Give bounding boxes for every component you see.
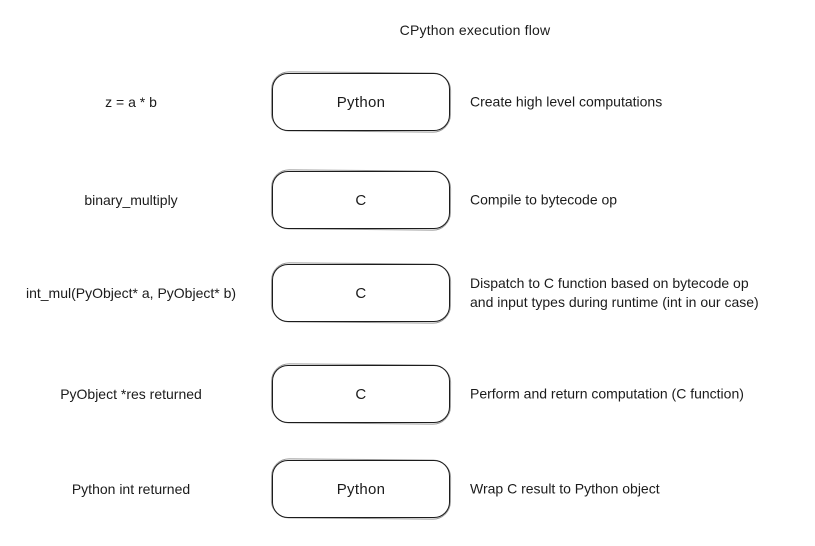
- layer-box-label: C: [355, 385, 367, 403]
- layer-box: Python: [272, 73, 450, 131]
- flow-row-python-source: z = a * b Python Create high level compu…: [0, 73, 815, 131]
- layer-box: C: [272, 171, 450, 229]
- step-description: Perform and return computation (C functi…: [470, 385, 744, 402]
- code-label: PyObject *res returned: [60, 386, 202, 402]
- step-description: Dispatch to C function based on bytecode…: [470, 275, 759, 310]
- flow-row-bytecode: binary_multiply C Compile to bytecode op: [0, 171, 815, 229]
- step-description: Wrap C result to Python object: [470, 480, 660, 497]
- flow-row-dispatch: int_mul(PyObject* a, PyObject* b) C Disp…: [0, 264, 815, 322]
- step-description: Create high level computations: [470, 93, 663, 110]
- code-label: z = a * b: [105, 94, 157, 110]
- code-label: binary_multiply: [84, 192, 178, 208]
- layer-box: C: [272, 264, 450, 322]
- flow-row-compute: PyObject *res returned C Perform and ret…: [0, 365, 815, 423]
- diagram-title: CPython execution flow: [399, 22, 551, 38]
- layer-box-label: C: [355, 191, 367, 209]
- layer-box-label: Python: [336, 480, 386, 498]
- layer-box-label: C: [355, 284, 367, 302]
- layer-box-label: Python: [336, 93, 386, 111]
- layer-box: C: [272, 365, 450, 423]
- flow-row-wrap-result: Python int returned Python Wrap C result…: [0, 460, 815, 518]
- step-description: Compile to bytecode op: [470, 191, 618, 208]
- code-label: int_mul(PyObject* a, PyObject* b): [25, 285, 237, 301]
- layer-box: Python: [272, 460, 450, 518]
- code-label: Python int returned: [71, 481, 191, 497]
